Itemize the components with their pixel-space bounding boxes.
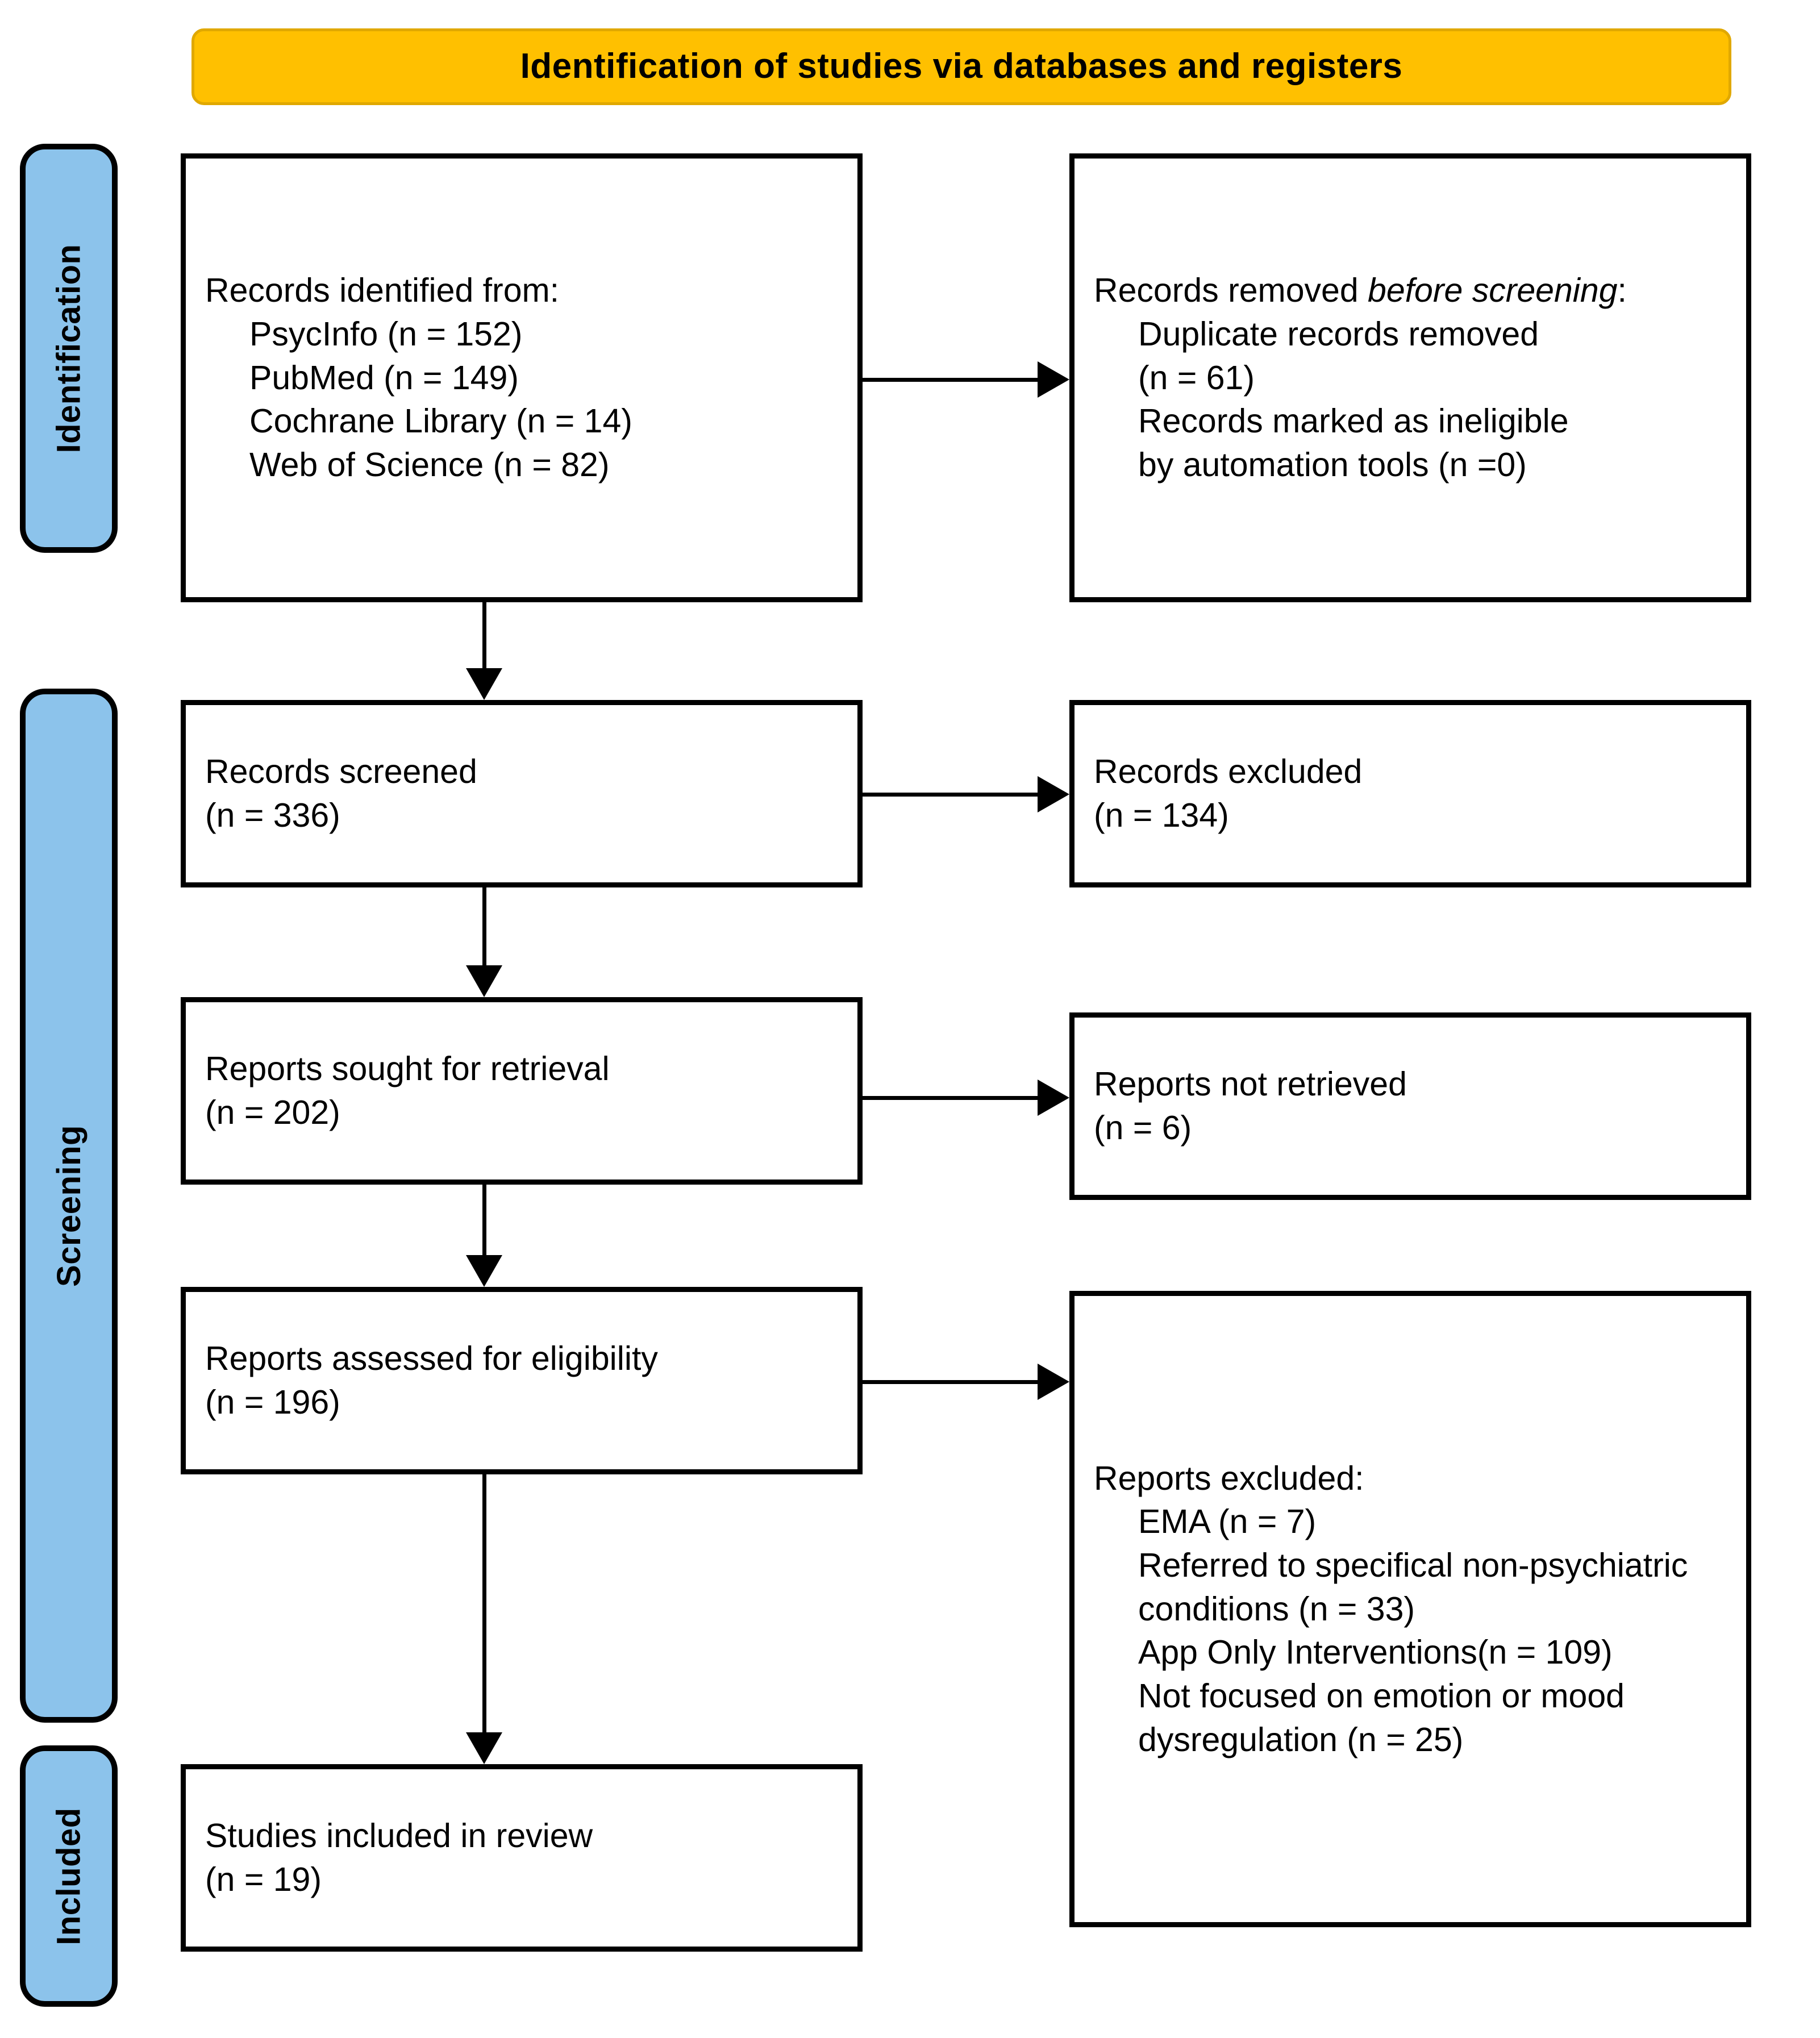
box-records-excluded-text: Records excluded (n = 134) <box>1074 750 1746 837</box>
studies-included-label: Studies included in review <box>205 1817 593 1855</box>
header-banner: Identification of studies via databases … <box>191 28 1731 105</box>
arrow-head <box>466 1732 502 1764</box>
records-screened-label: Records screened <box>205 753 477 791</box>
box-records-screened: Records screened (n = 336) <box>181 700 863 887</box>
box-records-removed-text: Records removed before screening: Duplic… <box>1074 269 1746 486</box>
arrow-shaft <box>482 1185 486 1255</box>
records-identified-heading: Records identified from: <box>205 272 560 310</box>
arrow-shaft <box>863 1380 1038 1384</box>
arrow-shaft <box>863 793 1038 797</box>
arrow-shaft <box>482 1474 486 1732</box>
records-screened-count: (n = 336) <box>205 797 340 834</box>
arrow-head <box>1038 1080 1069 1116</box>
records-identified-source-1: PubMed (n = 149) <box>249 359 519 397</box>
page-title: Identification of studies via databases … <box>520 47 1403 86</box>
arrow-shaft <box>482 602 486 668</box>
box-records-removed: Records removed before screening: Duplic… <box>1069 153 1751 602</box>
stage-label-included-text: Included <box>50 1807 88 1945</box>
records-removed-heading-italic: before screening <box>1368 272 1618 310</box>
reports-excluded-heading: Reports excluded: <box>1094 1459 1364 1497</box>
reports-not-retrieved-count: (n = 6) <box>1094 1109 1192 1147</box>
box-reports-excluded-text: Reports excluded: EMA (n = 7) Referred t… <box>1074 1457 1746 1762</box>
records-removed-item-3: by automation tools (n =0) <box>1138 446 1527 484</box>
stage-label-identification-text: Identification <box>50 244 88 453</box>
box-reports-not-retrieved-text: Reports not retrieved (n = 6) <box>1074 1062 1746 1149</box>
box-reports-assessed: Reports assessed for eligibility (n = 19… <box>181 1287 863 1474</box>
stage-label-screening-text: Screening <box>50 1124 88 1287</box>
arrow-shaft <box>863 378 1038 382</box>
box-reports-assessed-text: Reports assessed for eligibility (n = 19… <box>186 1337 857 1424</box>
box-studies-included-text: Studies included in review (n = 19) <box>186 1814 857 1901</box>
box-reports-sought-text: Reports sought for retrieval (n = 202) <box>186 1047 857 1134</box>
stage-label-identification: Identification <box>20 144 118 553</box>
stage-label-included: Included <box>20 1745 118 2007</box>
box-reports-excluded: Reports excluded: EMA (n = 7) Referred t… <box>1069 1291 1751 1927</box>
box-studies-included: Studies included in review (n = 19) <box>181 1764 863 1952</box>
box-records-screened-text: Records screened (n = 336) <box>186 750 857 837</box>
reports-assessed-count: (n = 196) <box>205 1383 340 1421</box>
arrow-shaft <box>482 887 486 965</box>
reports-sought-count: (n = 202) <box>205 1094 340 1131</box>
reports-excluded-reason-2: App Only Interventions(n = 109) <box>1138 1633 1613 1672</box>
arrow-head <box>1038 361 1069 398</box>
arrow-head <box>466 965 502 997</box>
records-removed-heading: Records removed before screening: <box>1094 269 1727 312</box>
box-records-identified: Records identified from: PsycInfo (n = 1… <box>181 153 863 602</box>
records-identified-source-3: Web of Science (n = 82) <box>249 446 610 484</box>
records-removed-item-2: Records marked as ineligible <box>1138 402 1569 440</box>
box-records-identified-text: Records identified from: PsycInfo (n = 1… <box>186 269 857 486</box>
box-reports-not-retrieved: Reports not retrieved (n = 6) <box>1069 1012 1751 1200</box>
reports-sought-label: Reports sought for retrieval <box>205 1050 610 1088</box>
arrow-head <box>466 668 502 700</box>
reports-assessed-label: Reports assessed for eligibility <box>205 1340 658 1378</box>
reports-excluded-reason-0: EMA (n = 7) <box>1138 1503 1317 1541</box>
stage-label-screening: Screening <box>20 689 118 1723</box>
arrow-head <box>1038 1364 1069 1400</box>
records-excluded-label: Records excluded <box>1094 753 1363 791</box>
records-identified-source-2: Cochrane Library (n = 14) <box>249 402 632 440</box>
records-removed-heading-plain: Records removed <box>1094 272 1368 310</box>
reports-not-retrieved-label: Reports not retrieved <box>1094 1065 1407 1103</box>
records-identified-source-0: PsycInfo (n = 152) <box>249 315 523 353</box>
records-removed-heading-colon: : <box>1617 272 1627 310</box>
reports-excluded-reason-3: Not focused on emotion or mood dysregula… <box>1138 1677 1625 1758</box>
records-excluded-count: (n = 134) <box>1094 797 1229 834</box>
studies-included-count: (n = 19) <box>205 1861 322 1898</box>
arrow-head <box>1038 776 1069 812</box>
reports-excluded-reason-1: Referred to specifical non-psychiatric c… <box>1138 1546 1688 1628</box>
box-reports-sought: Reports sought for retrieval (n = 202) <box>181 997 863 1185</box>
arrow-head <box>466 1255 502 1287</box>
records-removed-item-1: (n = 61) <box>1138 359 1255 397</box>
box-records-excluded: Records excluded (n = 134) <box>1069 700 1751 887</box>
records-removed-item-0: Duplicate records removed <box>1138 315 1539 353</box>
arrow-shaft <box>863 1096 1038 1100</box>
